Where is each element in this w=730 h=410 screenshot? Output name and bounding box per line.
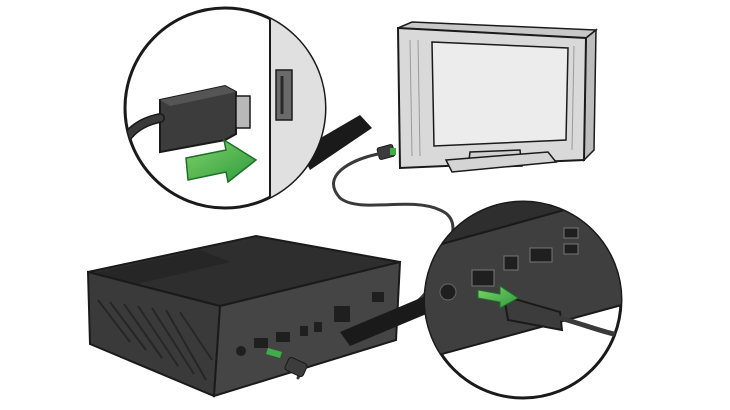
tv-icon: [376, 21, 599, 173]
tv-grille-left-2: [417, 39, 421, 157]
insert-arrow-icon: [185, 138, 258, 184]
callout-console-pointer: [340, 294, 436, 346]
console-port-power: [236, 346, 246, 356]
console-vent-slats: [97, 299, 213, 381]
console-insert-arrow: [266, 348, 282, 358]
callout-insert-arrow: [477, 285, 519, 309]
console-port-usb-2: [314, 322, 322, 332]
callout-plug-body: [502, 294, 564, 332]
tv-screen: [431, 41, 569, 147]
callout-port-hdmi-out: [529, 247, 553, 263]
console-port-hdmi-in: [254, 338, 268, 348]
callout-port-round: [439, 283, 457, 301]
tv-grille-right: [571, 45, 575, 151]
callout-port-hdmi-in: [471, 269, 495, 287]
callout-tv-hdmi-port: [275, 69, 293, 121]
callout-port-optical: [503, 255, 519, 271]
console-port-usb-1: [300, 326, 308, 336]
callout-port-usb-2: [563, 243, 579, 255]
tv-stand-base: [444, 151, 558, 173]
console-port-ethernet: [334, 306, 350, 322]
console-port-optical: [372, 292, 384, 302]
tv-hdmi-connector-tip: [390, 148, 396, 155]
console-hdmi-plug: [284, 356, 308, 378]
callout-tv-port: [123, 6, 372, 210]
callout-console-top: [425, 202, 621, 252]
tv-grille-left: [409, 39, 413, 157]
console-top-vent: [90, 250, 230, 288]
console-port-hdmi-out: [276, 332, 290, 342]
callout-port-usb-1: [563, 227, 579, 239]
console-icon: [86, 234, 402, 398]
callout-tv-pointer: [300, 115, 372, 170]
callout-plug-cable: [557, 315, 621, 341]
callout-console-port: [340, 200, 623, 400]
